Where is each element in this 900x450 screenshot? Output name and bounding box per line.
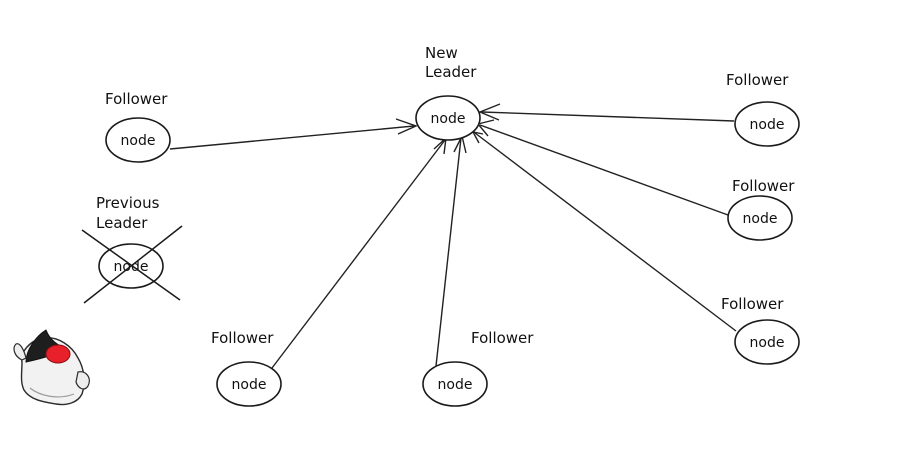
follower-top-right: Follower node — [726, 71, 800, 147]
follower-label: Follower — [471, 329, 534, 347]
new-leader-node-text: node — [431, 111, 466, 127]
follower-node — [734, 101, 800, 147]
follower-label: Follower — [732, 177, 795, 195]
follower-node — [422, 361, 488, 407]
arrow-follower-top-right — [478, 103, 735, 122]
follower-node — [734, 319, 800, 365]
arrow-follower-lower-right — [471, 131, 737, 332]
arrow-follower-mid-right — [476, 119, 729, 216]
follower-bottom-left: Follower node — [211, 329, 282, 407]
new-leader: New Leader node — [415, 44, 481, 141]
new-leader-label-line1: New — [425, 44, 458, 62]
follower-label: Follower — [105, 90, 168, 108]
previous-leader: Previous Leader node — [81, 194, 183, 304]
previous-leader-label-line1: Previous — [96, 194, 160, 212]
follower-lower-right: Follower node — [721, 295, 800, 365]
cross-out-mark — [81, 225, 183, 304]
follower-label: Follower — [726, 71, 789, 89]
java-duke-mascot-icon — [13, 329, 90, 406]
follower-bottom-middle: Follower node — [422, 329, 534, 407]
arrows — [169, 103, 737, 369]
new-leader-label-line2: Leader — [425, 63, 477, 81]
previous-leader-label-line2: Leader — [96, 214, 148, 232]
follower-node-text: node — [750, 335, 785, 351]
duke-nose — [45, 344, 71, 364]
follower-node-text: node — [743, 211, 778, 227]
new-leader-node — [415, 95, 481, 141]
arrow-follower-top-left — [169, 118, 418, 150]
follower-top-left: Follower node — [105, 90, 171, 163]
follower-node-text: node — [121, 133, 156, 149]
follower-node-text: node — [438, 377, 473, 393]
follower-label: Follower — [211, 329, 274, 347]
follower-node — [727, 195, 793, 241]
arrow-follower-bottom-middle — [435, 133, 467, 367]
arrow-follower-bottom-left — [271, 136, 447, 369]
follower-label: Follower — [721, 295, 784, 313]
follower-node-text: node — [750, 117, 785, 133]
follower-node-text: node — [232, 377, 267, 393]
follower-node — [216, 361, 282, 407]
follower-node — [105, 117, 171, 163]
follower-mid-right: Follower node — [727, 177, 795, 241]
